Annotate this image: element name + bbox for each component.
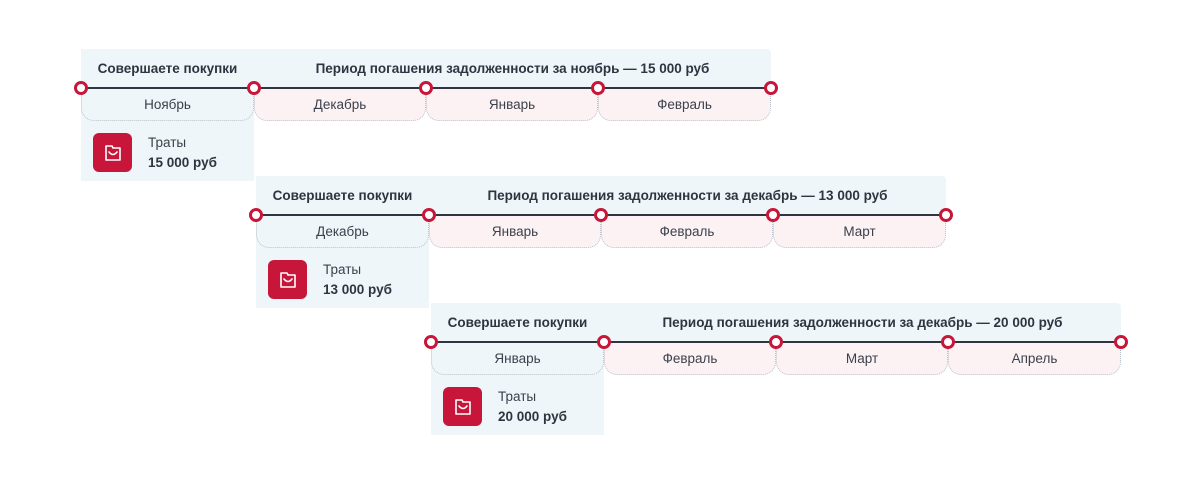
timeline-marker bbox=[249, 208, 263, 222]
repayment-header-panel bbox=[604, 303, 1121, 342]
repayment-month: Декабрь bbox=[254, 89, 426, 121]
repayment-period-title: Период погашения задолженности за ноябрь… bbox=[315, 61, 710, 76]
spending-amount: 15 000 руб bbox=[148, 155, 217, 170]
shopping-bag-icon bbox=[93, 133, 132, 172]
timeline-marker bbox=[594, 208, 608, 222]
timeline-marker bbox=[419, 81, 433, 95]
timeline-marker bbox=[591, 81, 605, 95]
timeline-marker bbox=[769, 335, 783, 349]
spending-label: Траты bbox=[498, 389, 537, 404]
timeline-marker bbox=[766, 208, 780, 222]
purchase-period-title: Совершаете покупки bbox=[272, 188, 413, 203]
purchase-month: Ноябрь bbox=[81, 89, 254, 121]
timeline-row: Совершаете покупки Период погашения задо… bbox=[424, 303, 1128, 435]
timeline-row: Совершаете покупки Период погашения задо… bbox=[249, 176, 953, 308]
purchase-period-title: Совершаете покупки bbox=[97, 61, 238, 76]
repayment-header-panel bbox=[429, 176, 946, 215]
purchase-period-title: Совершаете покупки bbox=[447, 315, 588, 330]
timeline-marker bbox=[422, 208, 436, 222]
shopping-bag-icon bbox=[443, 387, 482, 426]
repayment-month: Март bbox=[776, 343, 948, 375]
repayment-month: Февраль bbox=[598, 89, 771, 121]
timeline-marker bbox=[764, 81, 778, 95]
repayment-month: Январь bbox=[426, 89, 598, 121]
repayment-month: Февраль bbox=[601, 216, 773, 248]
repayment-period-title: Период погашения задолженности за декабр… bbox=[662, 315, 1063, 330]
timeline-marker bbox=[1114, 335, 1128, 349]
repayment-header-panel bbox=[254, 49, 771, 88]
timeline-marker bbox=[597, 335, 611, 349]
spending-amount: 20 000 руб bbox=[498, 409, 567, 424]
timeline-marker bbox=[424, 335, 438, 349]
spending-label: Траты bbox=[323, 262, 362, 277]
spending-amount: 13 000 руб bbox=[323, 282, 392, 297]
repayment-month: Март bbox=[773, 216, 946, 248]
purchase-month: Январь bbox=[431, 343, 604, 375]
repayment-period-title: Период погашения задолженности за декабр… bbox=[487, 188, 888, 203]
repayment-month: Февраль bbox=[604, 343, 776, 375]
timeline-marker bbox=[74, 81, 88, 95]
timeline-marker bbox=[247, 81, 261, 95]
timeline-marker bbox=[941, 335, 955, 349]
timeline-row: Совершаете покупки Период погашения задо… bbox=[74, 49, 778, 181]
repayment-month: Январь bbox=[429, 216, 601, 248]
repayment-month: Апрель bbox=[948, 343, 1121, 375]
purchase-month: Декабрь bbox=[256, 216, 429, 248]
shopping-bag-icon bbox=[268, 260, 307, 299]
timeline-marker bbox=[939, 208, 953, 222]
spending-label: Траты bbox=[148, 135, 187, 150]
